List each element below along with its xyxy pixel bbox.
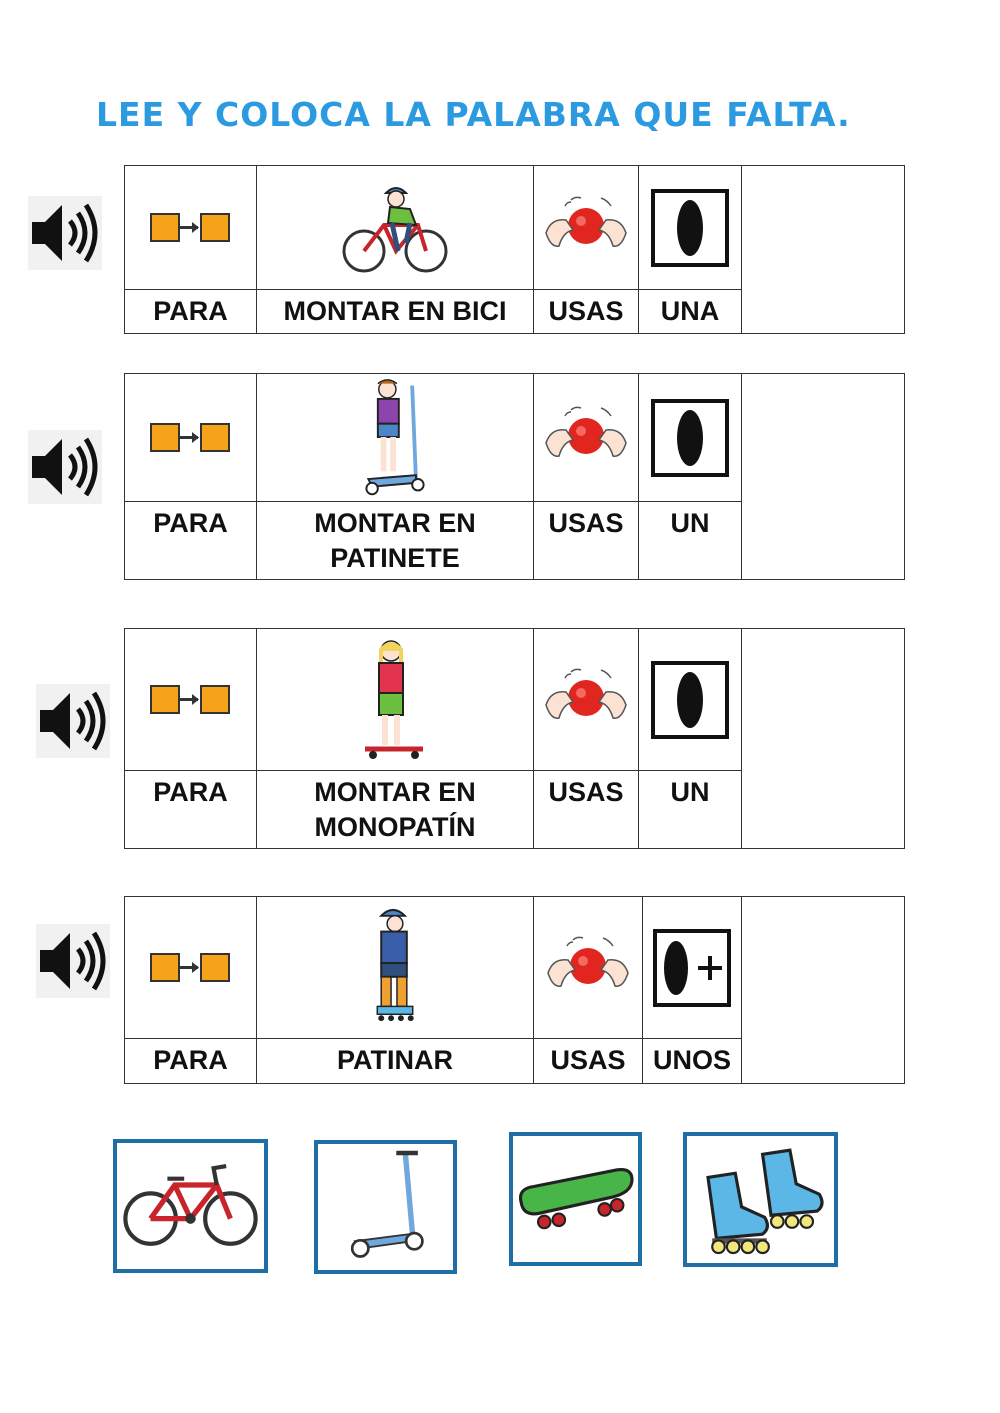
sentence-row-2: PARA MONTAR EN PATINETE USAS UN <box>124 373 905 580</box>
skateboard-icon <box>513 1136 638 1262</box>
article-singular-icon <box>638 373 742 502</box>
para-pictogram-icon <box>124 165 257 290</box>
word-para: PARA <box>124 770 257 849</box>
word-article: UN <box>638 770 742 849</box>
word-para: PARA <box>124 501 257 580</box>
roller-skates-card[interactable] <box>683 1132 838 1267</box>
usar-pictogram-icon <box>533 165 639 290</box>
usar-pictogram-icon <box>533 628 639 771</box>
article-singular-icon <box>638 165 742 290</box>
word-article: UN <box>638 501 742 580</box>
para-pictogram-icon <box>124 373 257 502</box>
speaker-icon[interactable] <box>36 924 110 998</box>
answer-slot[interactable] <box>741 896 905 1084</box>
word-para: PARA <box>124 1038 257 1084</box>
word-usas: USAS <box>533 289 639 334</box>
answer-slot[interactable] <box>741 373 905 580</box>
speaker-icon[interactable] <box>28 196 102 270</box>
bicycle-icon <box>117 1143 264 1269</box>
usar-pictogram-icon <box>533 373 639 502</box>
speaker-icon[interactable] <box>36 684 110 758</box>
word-activity: MONTAR EN BICI <box>256 289 534 334</box>
usar-pictogram-icon <box>533 896 643 1039</box>
article-plural-icon <box>642 896 742 1039</box>
skateboard-card[interactable] <box>509 1132 642 1266</box>
skateboarder-pictogram-icon <box>256 628 534 771</box>
scooter-rider-pictogram-icon <box>256 373 534 502</box>
word-article: UNOS <box>642 1038 742 1084</box>
speaker-icon[interactable] <box>28 430 102 504</box>
word-para: PARA <box>124 289 257 334</box>
answer-slot[interactable] <box>741 165 905 334</box>
word-usas: USAS <box>533 770 639 849</box>
sentence-row-3: PARA MONTAR EN MONOPATÍN USAS UN <box>124 628 905 849</box>
word-activity: PATINAR <box>256 1038 534 1084</box>
roller-skates-icon <box>687 1136 834 1263</box>
scooter-icon <box>318 1144 453 1270</box>
word-usas: USAS <box>533 501 639 580</box>
sentence-row-1: PARA MONTAR EN BICI USAS UNA <box>124 165 905 334</box>
sentence-row-4: PARA PATINAR USAS UNOS <box>124 896 905 1084</box>
word-activity: MONTAR EN MONOPATÍN <box>256 770 534 849</box>
answer-slot[interactable] <box>741 628 905 849</box>
page-title: LEE Y COLOCA LA PALABRA QUE FALTA. <box>96 95 851 134</box>
para-pictogram-icon <box>124 896 257 1039</box>
word-usas: USAS <box>533 1038 643 1084</box>
scooter-card[interactable] <box>314 1140 457 1274</box>
para-pictogram-icon <box>124 628 257 771</box>
word-article: UNA <box>638 289 742 334</box>
cyclist-pictogram-icon <box>256 165 534 290</box>
bicycle-card[interactable] <box>113 1139 268 1273</box>
roller-skater-pictogram-icon <box>256 896 534 1039</box>
article-singular-icon <box>638 628 742 771</box>
word-activity: MONTAR EN PATINETE <box>256 501 534 580</box>
